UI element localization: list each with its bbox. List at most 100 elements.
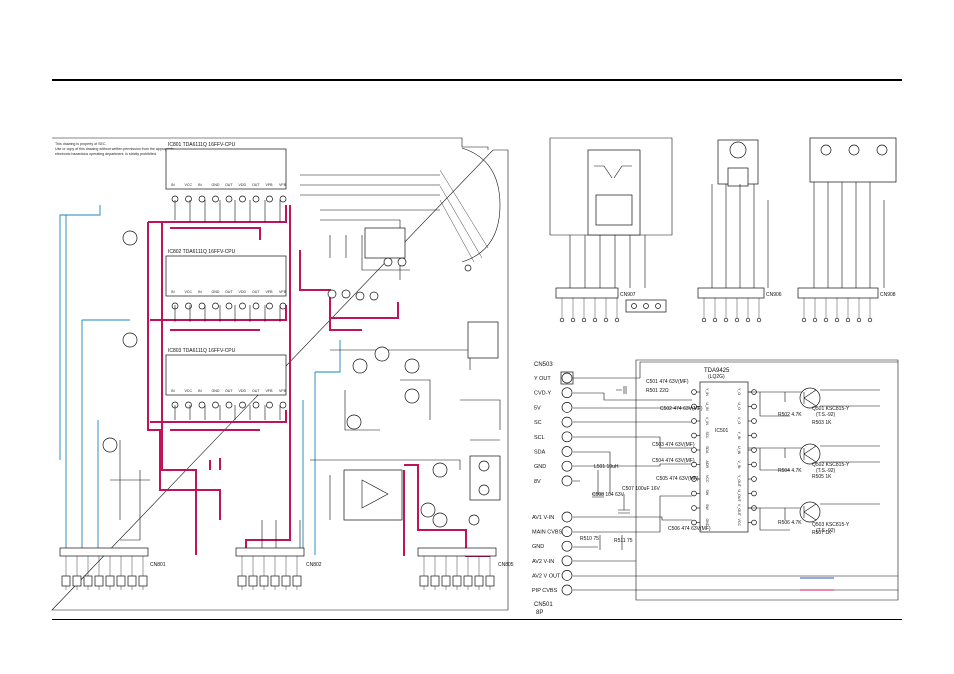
- right-jacks: [467, 321, 501, 526]
- ic501-right-pin: V_IN: [737, 461, 741, 469]
- av-conn-pin: [603, 317, 609, 323]
- ic802-pin-label: OUT: [252, 290, 260, 294]
- conn-pin: [292, 575, 302, 587]
- cn907-label: CN907: [620, 292, 636, 298]
- ic803-pin-3: [198, 401, 206, 409]
- conn-pin: [474, 575, 484, 587]
- conn-pin: [281, 575, 291, 587]
- ic801-pin-5: [225, 195, 233, 203]
- ic802-pin-label: IN: [171, 290, 175, 294]
- res-r506: R506 4.7K: [778, 520, 802, 526]
- res-r504: R504 4.7K: [778, 468, 802, 474]
- ic501-sub: (LQ2G): [708, 374, 725, 380]
- cn503-pin-label: GND: [534, 464, 546, 470]
- ic501-left-pin: SDA: [705, 446, 709, 454]
- ic803-pin-label: VFB: [266, 389, 274, 393]
- conn-pin: [61, 575, 71, 587]
- ic803-box: [165, 354, 287, 396]
- cn906-label: CN906: [766, 292, 782, 298]
- conn-pin: [485, 575, 495, 587]
- part-l501: L501 10uH: [594, 464, 619, 470]
- conn-pin: [452, 575, 462, 587]
- ic501-ref: IC501: [715, 428, 729, 434]
- ic803-pin-4: [212, 401, 219, 409]
- conn-pin: [430, 575, 440, 587]
- cn501-pin-3: [561, 540, 573, 552]
- av-conn-pin: [701, 317, 707, 323]
- av-conn-pin: [570, 317, 576, 323]
- cn908-label: CN908: [880, 292, 896, 298]
- ic803-title: IC803 TDA6111Q 16FFV-CPU: [168, 348, 236, 354]
- ic501-left-pin: V_IN: [705, 417, 709, 425]
- ic-module-center: [343, 469, 403, 521]
- ic801-pin-4: [212, 195, 219, 203]
- ic501-right-pin: V_O: [737, 417, 741, 424]
- ic803-pin-label: IN: [198, 389, 202, 393]
- cn503-pin-label: Y OUT: [534, 376, 551, 382]
- av-conn-pin: [614, 317, 620, 323]
- note-line-2: Use or copy of this drawing without writ…: [55, 147, 174, 151]
- cn503-pin-label: SC: [534, 420, 542, 426]
- q502-symbol: [799, 443, 821, 465]
- cn503-pin-2: [561, 387, 573, 399]
- q502-sub: (T.S.-92): [816, 468, 836, 474]
- cn501-pin-5: [561, 570, 573, 581]
- cn501-pin-label: AV2 V-IN: [532, 559, 554, 565]
- cn503-pin-6: [561, 446, 573, 457]
- av-jacks: CN907 CN906 CN908: [549, 137, 897, 323]
- cn501-pin-label: AV2 V OUT: [532, 573, 561, 579]
- q501-label: Q501 KSC815-Y: [812, 406, 850, 412]
- res-r501: R501 22Ω: [646, 388, 669, 394]
- ic801-pin-label: OUT: [252, 183, 260, 187]
- ic501-left-pin: VCC: [705, 475, 709, 483]
- cn503-pin-label: SDA: [534, 450, 546, 456]
- ic501-right-pin: V_OUT: [737, 504, 741, 517]
- ic803-pin-label: OUT: [225, 389, 233, 393]
- res-r507: R507 1K: [812, 530, 832, 536]
- ic501-right-pin: Y_OUT: [737, 475, 741, 488]
- note-line-1: This drawing is property of SEC.: [55, 142, 107, 146]
- res-r510: R510 75: [580, 536, 599, 542]
- res-r502: R502 4.7K: [778, 412, 802, 418]
- cn503-pin-1: [561, 372, 573, 384]
- conn-pin: [83, 575, 93, 587]
- ic801-pin-6: [239, 195, 246, 203]
- q503-symbol: [799, 501, 821, 523]
- ic802-pin-6: [239, 302, 246, 310]
- ic803-pin-label: VCC: [185, 389, 193, 393]
- res-r511: R511 75: [614, 538, 633, 544]
- ic501-right-pin: VCC: [737, 519, 741, 527]
- ic801-pin-label: OUT: [225, 183, 233, 187]
- av-conn-pin: [801, 317, 807, 323]
- ic803-pin-label: GND: [212, 389, 220, 393]
- cn503-pin-4: [561, 416, 573, 428]
- ic802-pin-label: GND: [212, 290, 220, 294]
- ic802-pin-3: [198, 302, 206, 310]
- ic803-pin-8: [266, 401, 273, 409]
- cap-c506: C506 474 63V(MF): [668, 526, 711, 532]
- crt-board: This drawing is property of SEC. Use or …: [51, 137, 514, 611]
- ic801-pin-8: [266, 195, 273, 203]
- ic803-pin-9: [279, 401, 287, 409]
- ic801-pin-9: [279, 195, 287, 203]
- ic802-pin-label: VFB: [279, 290, 287, 294]
- cn503-pin-label: CVD-Y: [534, 391, 551, 397]
- ic802-pin-2: [185, 302, 192, 310]
- res-r503: R503 1K: [812, 420, 832, 426]
- q503-label: Q503 KSC815-Y: [812, 522, 850, 528]
- av-conn-pin: [834, 317, 840, 323]
- cap-c504: C504 474 63V(MF): [652, 458, 695, 464]
- ic801-pin-label: VFB: [279, 183, 287, 187]
- ic802-pin-label: VFB: [266, 290, 274, 294]
- cn503-pin-5: [561, 431, 573, 443]
- av-conn-pin: [745, 317, 751, 323]
- ic501-left-pin: SCL: [705, 432, 709, 439]
- ic803-pin-2: [185, 401, 192, 409]
- ic803-pin-label: IN: [171, 389, 175, 393]
- ic801-pin-label: VDD: [239, 183, 247, 187]
- cn503-pin-label: SCL: [534, 435, 545, 441]
- ic501-left-pin: U_IN: [705, 403, 709, 412]
- cn503-pin-7: [561, 460, 573, 472]
